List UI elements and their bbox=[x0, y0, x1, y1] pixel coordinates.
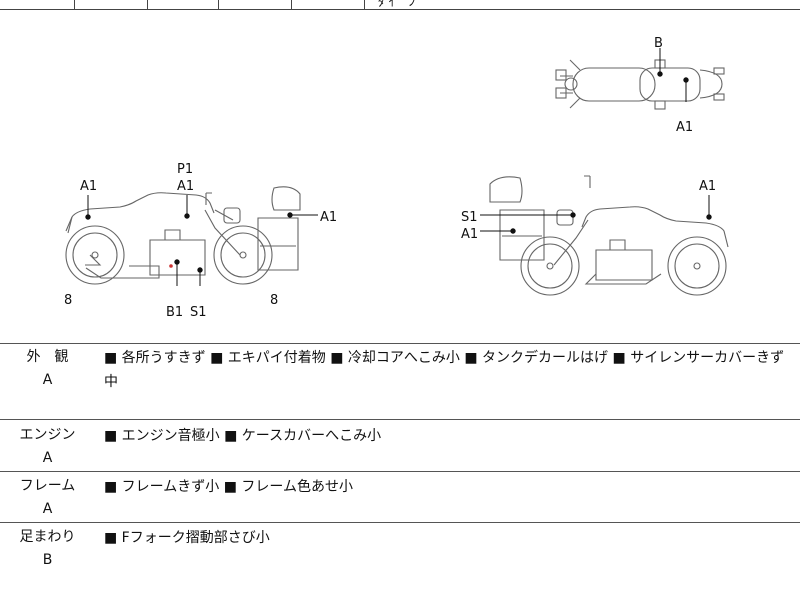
callout-left-front-tire: 8 bbox=[270, 293, 278, 308]
table-cell bbox=[148, 0, 219, 9]
divider bbox=[0, 343, 800, 344]
top-view-motorcycle bbox=[555, 59, 725, 110]
table-cell bbox=[219, 0, 292, 9]
callout-right-cowl-a1: A1 bbox=[461, 227, 478, 242]
top-table-strip: ﾀ ｲ ﾞ ﾝ bbox=[0, 0, 800, 10]
callout-left-tank-a1: A1 bbox=[177, 179, 194, 194]
divider bbox=[0, 9, 800, 10]
table-cell bbox=[292, 0, 365, 9]
callout-left-rear-a1: A1 bbox=[80, 179, 97, 194]
section-remarks: ■ Fフォーク摺動部さび小 bbox=[104, 530, 270, 546]
callout-left-front-a1: A1 bbox=[320, 210, 337, 225]
grade-label: B bbox=[42, 552, 53, 568]
section-remarks: ■ フレームきず小 ■ フレーム色あせ小 bbox=[104, 479, 353, 495]
motorcycle-diagram-svg: B A1 A1 P1 A1 A1 B1 S1 8 8 S1 A1 A1 bbox=[64, 36, 729, 320]
section-row-engine: エンジン A ■ エンジン音極小 ■ ケースカバーへこみ小 bbox=[0, 424, 800, 471]
damage-diagram: B A1 A1 P1 A1 A1 B1 S1 8 8 S1 A1 A1 bbox=[0, 10, 800, 343]
category-label: 足まわり bbox=[19, 529, 76, 545]
section-row-frame: フレーム A ■ フレームきず小 ■ フレーム色あせ小 bbox=[0, 475, 800, 522]
callout-right-s1: S1 bbox=[461, 210, 478, 225]
table-cell bbox=[0, 0, 75, 9]
section-category: フレーム A bbox=[0, 475, 95, 521]
callout-left-s1: S1 bbox=[190, 305, 207, 320]
callout-left-rear-tire: 8 bbox=[64, 293, 72, 308]
left-side-motorcycle bbox=[65, 186, 301, 285]
divider bbox=[0, 522, 800, 523]
right-side-motorcycle bbox=[489, 175, 729, 296]
callout-top-b: B bbox=[654, 36, 663, 51]
divider bbox=[0, 419, 800, 420]
table-cell bbox=[75, 0, 148, 9]
top-partial-text: ﾀ ｲ ﾞ ﾝ bbox=[378, 0, 416, 10]
grade-label: A bbox=[42, 501, 53, 517]
callout-right-rear-a1: A1 bbox=[699, 179, 716, 194]
section-category: 外 観 A bbox=[0, 346, 95, 392]
category-label: フレーム bbox=[19, 478, 76, 494]
divider bbox=[0, 471, 800, 472]
section-category: エンジン A bbox=[0, 424, 95, 470]
section-category: 足まわり B bbox=[0, 526, 95, 572]
callout-left-p1: P1 bbox=[177, 162, 193, 177]
callout-left-b1: B1 bbox=[166, 305, 183, 320]
section-remarks: ■ エンジン音極小 ■ ケースカバーへこみ小 bbox=[104, 428, 382, 444]
grade-label: A bbox=[42, 372, 53, 388]
category-label: エンジン bbox=[19, 427, 76, 443]
section-row-suspension: 足まわり B ■ Fフォーク摺動部さび小 bbox=[0, 526, 800, 586]
section-remarks: ■ 各所うすきず ■ エキパイ付着物 ■ 冷却コアへこみ小 ■ タンクデカールは… bbox=[104, 350, 785, 390]
category-label: 外 観 bbox=[26, 349, 69, 365]
callout-top-a1: A1 bbox=[676, 120, 693, 135]
section-row-exterior: 外 観 A ■ 各所うすきず ■ エキパイ付着物 ■ 冷却コアへこみ小 ■ タン… bbox=[0, 346, 800, 419]
grade-label: A bbox=[42, 450, 53, 466]
